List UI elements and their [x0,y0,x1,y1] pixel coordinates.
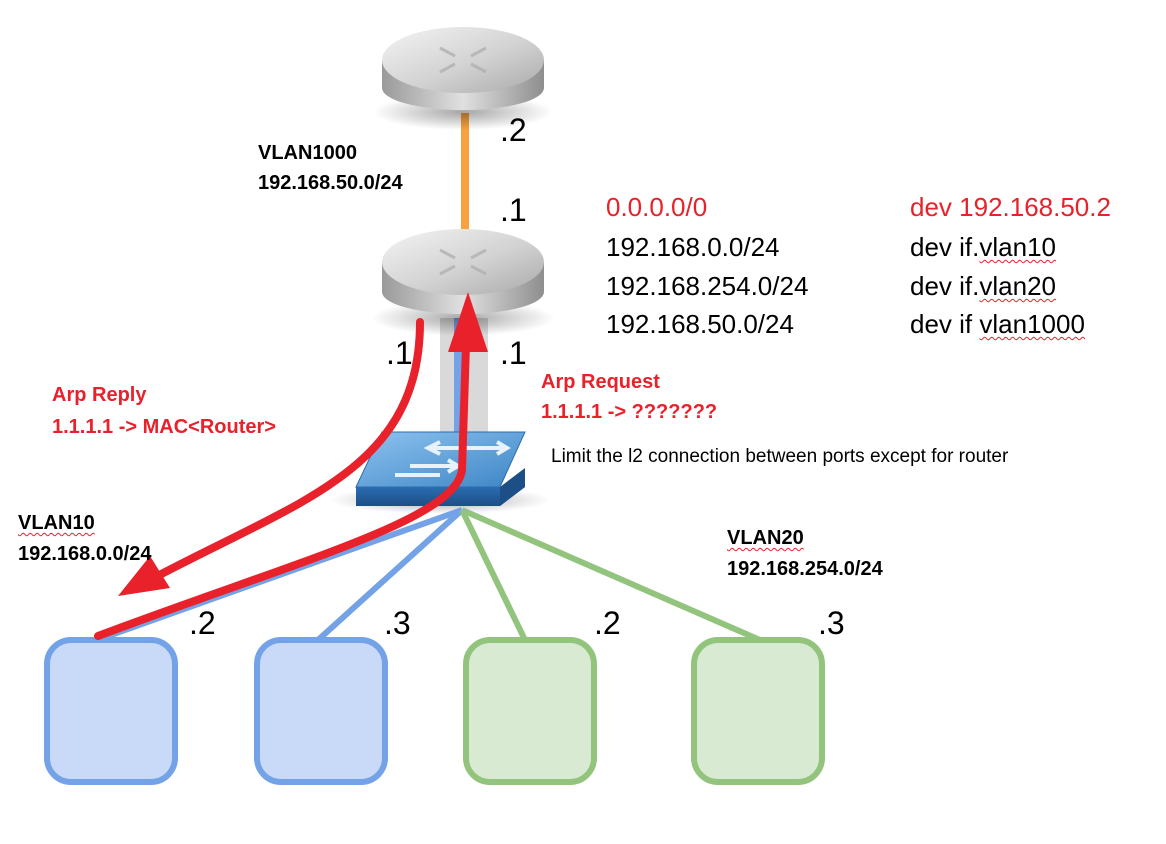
arp-reply-arrow [146,318,424,584]
vlan10-trunk-line [454,318,464,448]
route-dev: dev if vlan1000 [910,309,1085,339]
arp-request-title: Arp Request [541,371,660,393]
vlan20-host-2-address: .3 [818,605,845,641]
vlan10-label: VLAN10 [18,512,95,534]
vlan20-host-1-address: .2 [594,605,621,641]
router-right-port: .1 [500,335,527,371]
arp-request-arrow [94,341,470,640]
vlan10-link-host1 [95,507,464,643]
arp-request-arrowhead [448,292,488,352]
arp-request-detail: 1.1.1.1 -> ??????? [541,401,718,423]
route-dest: 192.168.0.0/24 [606,232,780,262]
route-dev: dev if.vlan10 [910,232,1056,262]
vlan20-host-1 [463,637,597,785]
vlan20-label: VLAN20 [727,527,804,549]
vlan10-subnet-label: 192.168.0.0/24 [18,543,152,565]
vlan10-host-2-address: .3 [384,605,411,641]
uplink-vlan-label: VLAN1000 [258,142,357,164]
router-uplink-port: .1 [500,192,527,228]
route-dest: 192.168.50.0/24 [606,309,794,339]
arp-reply-detail: 1.1.1.1 -> MAC<Router> [52,416,276,438]
arp-reply-arrowhead [118,556,170,596]
vlan20-link-host1 [459,508,528,642]
vlan10-host-1 [44,637,178,785]
vlan10-host-1-address: .2 [189,605,216,641]
router-left-port: .1 [386,335,413,371]
arp-reply-title: Arp Reply [52,384,147,406]
vlan20-subnet-label: 192.168.254.0/24 [727,558,883,580]
uplink-subnet-label: 192.168.50.0/24 [258,172,403,194]
vlan20-link-host2 [460,507,762,643]
route-dev: dev 192.168.50.2 [910,192,1111,222]
upstream-router-port: .2 [500,112,527,148]
route-dev: dev if.vlan20 [910,271,1056,301]
upstream-router-icon [373,27,553,130]
route-dest: 192.168.254.0/24 [606,271,809,301]
vlan20-host-2 [691,637,825,785]
route-dest: 0.0.0.0/0 [606,192,708,222]
vlan10-host-2 [254,637,388,785]
switch-note: Limit the l2 connection between ports ex… [551,446,1009,467]
vlan10-link-host2 [315,507,465,643]
